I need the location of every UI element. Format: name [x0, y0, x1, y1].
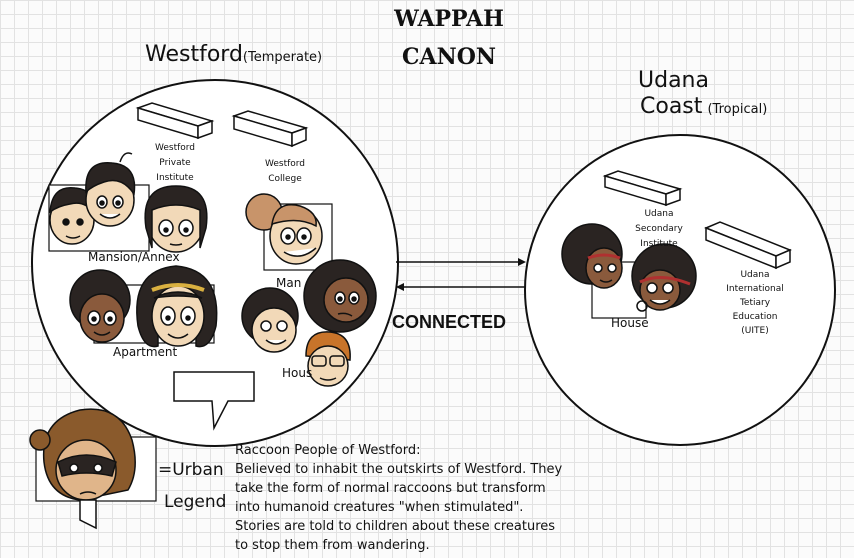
character-head-udana-1: [561, 223, 623, 289]
speech-bubble: [173, 371, 255, 431]
legend-heading: Raccoon People of Westford:: [235, 443, 421, 458]
label-mansion: Mansion/Annex: [88, 250, 180, 264]
legend-key-line1: =Urban: [158, 460, 224, 480]
connection-label: CONNECTED: [392, 312, 507, 332]
udana-name-line1: Udana: [638, 68, 709, 93]
legend-description: Raccoon People of Westford: Believed to …: [235, 441, 575, 555]
legend-line: Stories are told to children about these…: [235, 519, 556, 534]
udana-name-line2: Coast: [640, 94, 703, 119]
label-udana-house: House: [611, 316, 649, 330]
character-head-mansion-3: [144, 185, 208, 253]
westford-header: Westford(Temperate): [145, 42, 322, 67]
connection-arrows: [396, 258, 526, 291]
building-private-institute-icon: [135, 102, 215, 140]
legend-line: take the form of normal raccoons but tra…: [235, 481, 546, 496]
label-secondary-institute: Udana Secondary Institute: [635, 209, 683, 249]
raccoon-legend-character: [29, 408, 136, 530]
diagram-title-line1: WAPPAH: [394, 6, 504, 32]
diagram-title-line2: CANON: [402, 44, 496, 70]
label-private-institute: Westford Private Institute: [154, 143, 196, 183]
udana-header-line2: Coast (Tropical): [640, 94, 767, 119]
label-manor: Man: [276, 276, 302, 290]
character-head-apartment-2: [136, 265, 218, 348]
character-head-udana-2: [631, 243, 697, 312]
label-westford-house: Hous: [282, 366, 313, 380]
legend-line: to stop them from wandering.: [235, 538, 430, 553]
udana-climate: (Tropical): [707, 102, 768, 117]
character-head-apartment-1: [69, 269, 131, 343]
westford-name: Westford: [145, 42, 243, 67]
building-uite-icon: [704, 221, 792, 270]
character-head-mansion-2: [85, 152, 136, 227]
legend-line: into humanoid creatures "when stimulated…: [235, 500, 524, 515]
label-college: Westford College: [264, 159, 306, 184]
legend-line: Believed to inhabit the outskirts of Wes…: [235, 462, 563, 477]
character-head-manor-1: [245, 193, 323, 265]
character-head-house-1: [241, 287, 299, 353]
legend-key-line2: Legend: [164, 492, 227, 512]
character-head-house-3: [305, 331, 351, 387]
building-college-icon: [231, 110, 309, 148]
westford-climate: (Temperate): [242, 50, 323, 65]
building-secondary-institute-icon: [602, 170, 683, 207]
label-uite: Udana International Tetiary Education (U…: [726, 270, 784, 336]
character-head-house-2: [303, 259, 377, 333]
label-apartment: Apartment: [113, 345, 178, 359]
